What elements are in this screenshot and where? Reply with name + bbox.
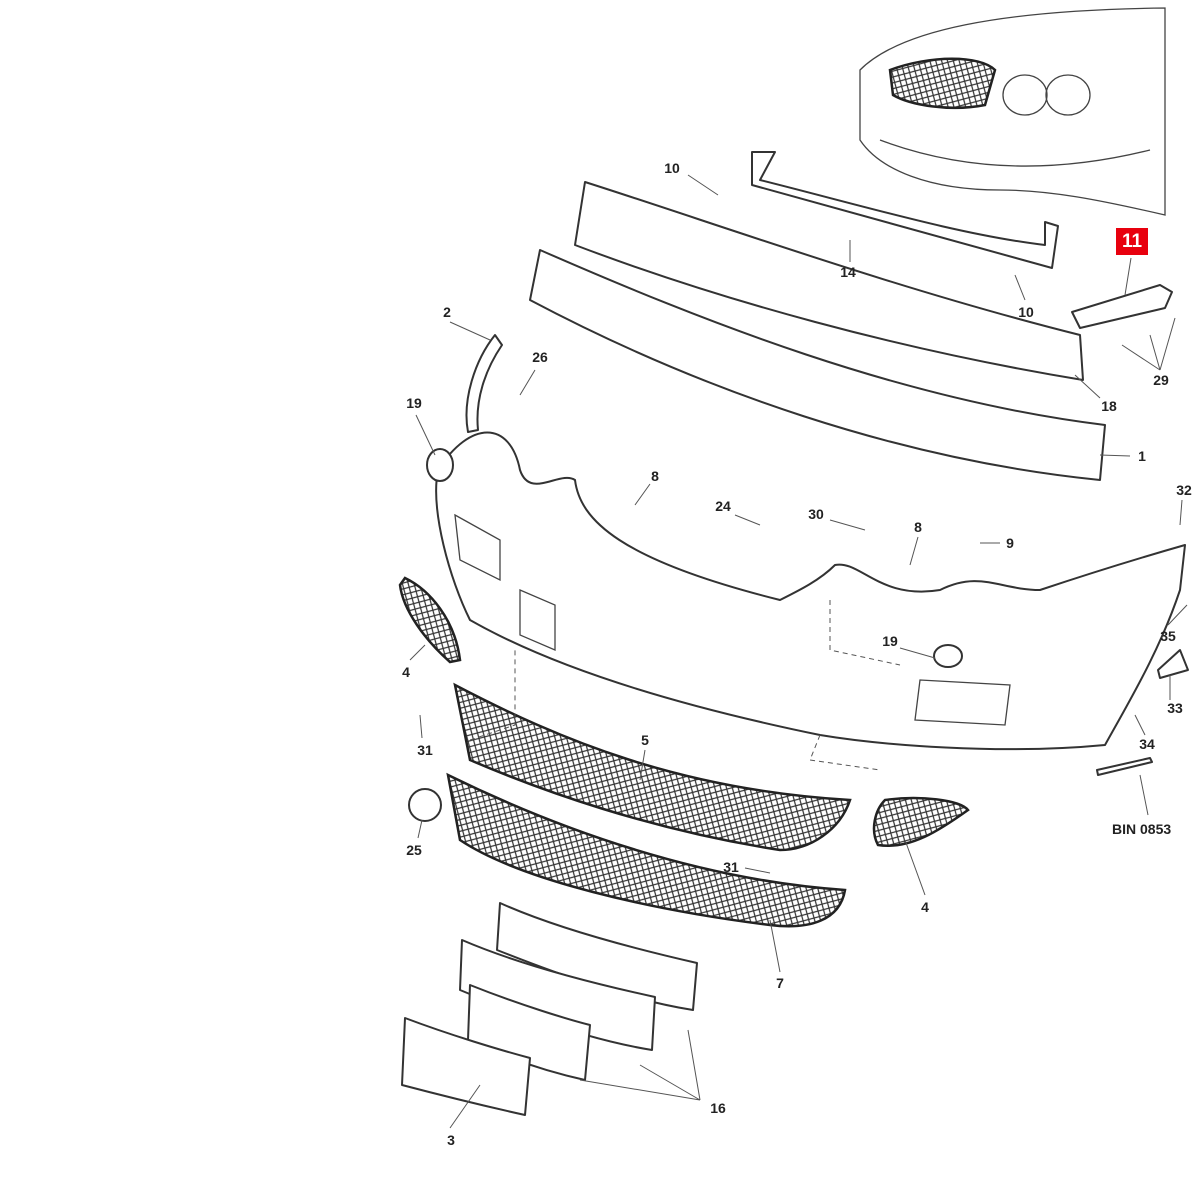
part-label[interactable]: 19 [406, 395, 422, 411]
part-34-strip [1096, 757, 1153, 776]
part-4-side-grille-right [872, 796, 970, 848]
diagram-reference-code: BIN 0853 [1112, 821, 1172, 837]
part-2-side-bracket [465, 334, 503, 433]
part-11-bracket [1071, 284, 1173, 329]
part-label[interactable]: 4 [402, 664, 410, 680]
part-label[interactable]: 33 [1167, 700, 1183, 716]
part-label[interactable]: 5 [641, 732, 649, 748]
part-label[interactable]: 25 [406, 842, 422, 858]
part-label[interactable]: 29 [1153, 372, 1169, 388]
part-label[interactable]: 18 [1101, 398, 1117, 414]
part-1-reinforcement-beam [529, 249, 1106, 481]
highlighted-part-callout-11[interactable]: 11 [1116, 228, 1148, 255]
part-label[interactable]: 31 [417, 742, 433, 758]
part-label[interactable]: 31 [723, 859, 739, 875]
part-label[interactable]: 16 [710, 1100, 726, 1116]
part-label[interactable]: 9 [1006, 535, 1014, 551]
part-label[interactable]: 8 [914, 519, 922, 535]
part-19-cap-right [933, 644, 963, 668]
part-label[interactable]: 7 [776, 975, 784, 991]
part-label[interactable]: 24 [715, 498, 731, 514]
part-label[interactable]: 30 [808, 506, 824, 522]
bumper-cover [435, 431, 1186, 751]
part-label[interactable]: 34 [1139, 736, 1155, 752]
part-18-absorber [574, 181, 1084, 381]
part-label[interactable]: 10 [1018, 304, 1034, 320]
car-overview-illustration [859, 7, 1166, 216]
part-19-cap-left [426, 448, 454, 482]
part-label[interactable]: 1 [1138, 448, 1146, 464]
part-label[interactable]: 8 [651, 468, 659, 484]
part-label[interactable]: 4 [921, 899, 929, 915]
part-33-bracket [1157, 649, 1189, 679]
part-label[interactable]: 32 [1176, 482, 1192, 498]
part-label[interactable]: 19 [882, 633, 898, 649]
part-label[interactable]: 10 [664, 160, 680, 176]
leader-lines [409, 174, 1188, 1129]
part-3-plate [401, 1017, 531, 1116]
part-14-upper-strip [751, 151, 1059, 269]
part-5-upper-grille [453, 682, 852, 852]
part-25-cap [408, 788, 442, 822]
part-label[interactable]: 35 [1160, 628, 1176, 644]
part-label[interactable]: 3 [447, 1132, 455, 1148]
part-4-side-grille-left [398, 576, 462, 664]
part-7-lower-grille [446, 772, 847, 928]
part-label[interactable]: 26 [532, 349, 548, 365]
part-label[interactable]: 2 [443, 304, 451, 320]
part-label[interactable]: 14 [840, 264, 856, 280]
